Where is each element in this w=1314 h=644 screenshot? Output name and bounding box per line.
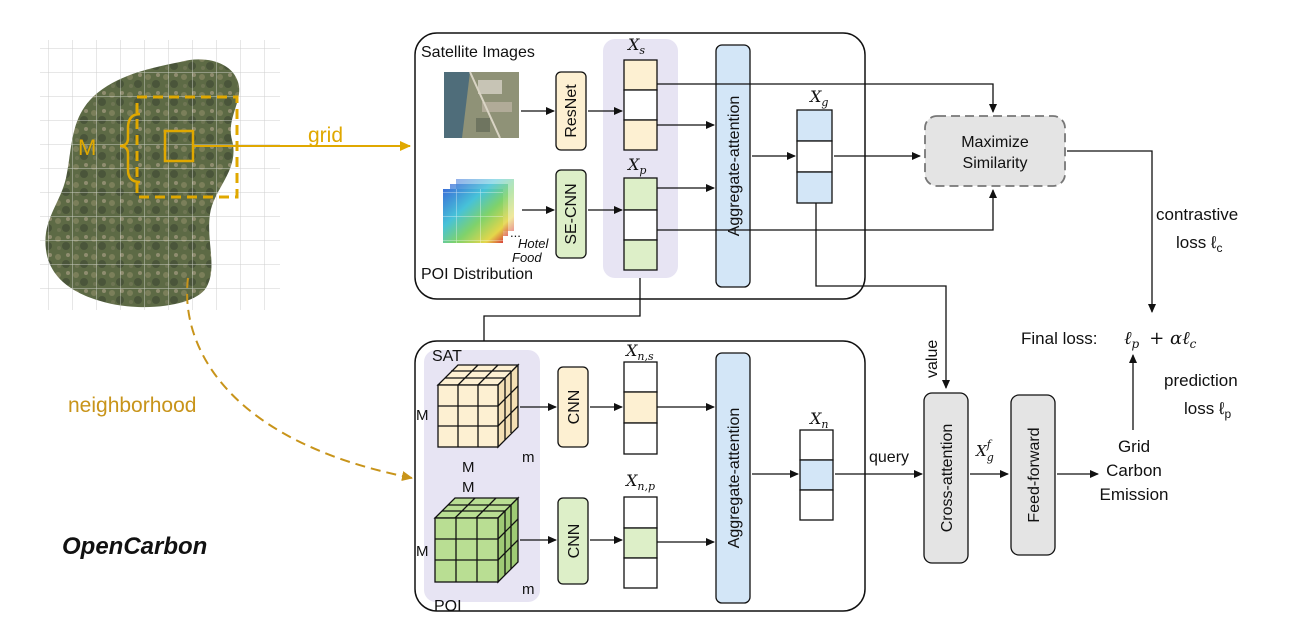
- top-aggregate-attention-label: Aggregate-attention: [726, 96, 743, 237]
- poi-cube: [433, 496, 520, 584]
- cross-attention-block: [923, 392, 969, 564]
- sat-cube-m-left: M: [416, 407, 429, 424]
- resnet-label: ResNet: [563, 84, 580, 138]
- xns-feature-vector: [623, 361, 658, 455]
- sat-cube: [436, 363, 520, 449]
- xg-symbol: Xg: [808, 87, 828, 109]
- bottom-aggregate-attention-label: Aggregate-attention: [726, 408, 743, 549]
- xs-symbol: Xs: [626, 35, 645, 57]
- arrow-xs-to-maximize: [657, 83, 997, 113]
- poi-heatmap-stack: [443, 179, 514, 243]
- output-line1: Grid: [1118, 437, 1150, 456]
- secnn-label: SE-CNN: [563, 183, 580, 244]
- map-size-label: M: [78, 135, 96, 160]
- value-label: value: [924, 340, 941, 378]
- xn-feature-vector: [799, 429, 834, 521]
- cross-attention-label: Cross-attention: [939, 424, 956, 533]
- secnn-block: [555, 169, 587, 259]
- poi-cube-m-top: M: [462, 479, 475, 496]
- heatmap-food-label: Food: [512, 250, 542, 265]
- cnn-top-label: CNN: [566, 390, 583, 425]
- cnn-bottom-label: CNN: [566, 524, 583, 559]
- xp-symbol: Xp: [626, 155, 646, 177]
- prediction-label-line2: loss ℓp: [1184, 399, 1231, 421]
- xn-symbol: Xn: [808, 409, 828, 431]
- map-size-brace: [119, 112, 141, 184]
- sat-cube-m-bottom: M: [462, 459, 475, 476]
- heatmap-hotel-label: Hotel: [518, 236, 549, 251]
- output-line2: Carbon: [1106, 461, 1162, 480]
- xs-feature-vector: [623, 59, 658, 151]
- arrow-xg-value-to-cross-attention: [815, 203, 950, 389]
- feed-forward-block: [1010, 394, 1056, 556]
- xp-feature-vector: [623, 177, 658, 271]
- top-panel: Satellite Images ... Hotel Food POI Dist…: [414, 32, 866, 300]
- satellite-images-label: Satellite Images: [421, 44, 535, 61]
- xnp-feature-vector: [623, 496, 658, 589]
- bottom-panel: SAT POI M M m M: [414, 340, 866, 615]
- sat-cube-m-depth: m: [522, 449, 535, 466]
- final-loss-label: Final loss:: [1021, 329, 1098, 348]
- grid-label: grid: [308, 124, 343, 147]
- xg-feature-vector: [796, 109, 833, 204]
- cnn-top-block: [557, 366, 589, 448]
- cnn-bottom-block: [557, 497, 589, 585]
- feature-column-background: [603, 39, 678, 278]
- arrow-maximize-to-final-loss: [1067, 150, 1156, 313]
- query-label: query: [869, 449, 909, 466]
- output-line3: Emission: [1100, 485, 1169, 504]
- neighborhood-arrow: [186, 277, 413, 481]
- contrastive-label-line2: loss ℓc: [1176, 233, 1222, 255]
- feed-forward-label: Feed-forward: [1026, 427, 1043, 522]
- contrastive-label-line1: contrastive: [1156, 205, 1238, 224]
- arrow-top-to-bottom-panel: [480, 278, 641, 353]
- maximize-label-line2: Similarity: [963, 155, 1028, 172]
- arrow-xp-to-maximize: [657, 189, 997, 231]
- xnp-symbol: Xn,p: [624, 471, 655, 493]
- maximize-similarity-box: [924, 115, 1066, 187]
- poi-cube-m-depth: m: [522, 581, 535, 598]
- neighborhood-label: neighborhood: [68, 394, 196, 417]
- poi-distribution-label: POI Distribution: [421, 266, 533, 283]
- prediction-label-line1: prediction: [1164, 371, 1238, 390]
- xns-symbol: Xn,s: [624, 341, 654, 363]
- maximize-label-line1: Maximize: [961, 134, 1029, 151]
- map-group: M grid neighborhood OpenCarbon: [40, 40, 413, 560]
- poi-cube-label: POI: [434, 598, 462, 615]
- heatmap-ellipsis: ...: [510, 225, 521, 240]
- sat-label: SAT: [432, 348, 462, 365]
- resnet-block: [555, 71, 587, 151]
- top-aggregate-attention-block: [715, 44, 751, 288]
- bottom-aggregate-attention-block: [715, 352, 751, 604]
- poi-cube-m-left: M: [416, 543, 429, 560]
- satellite-thumbnail: [444, 71, 519, 139]
- final-loss-formula: ℓp+ αℓc: [1124, 328, 1197, 351]
- brand-title: OpenCarbon: [62, 533, 207, 560]
